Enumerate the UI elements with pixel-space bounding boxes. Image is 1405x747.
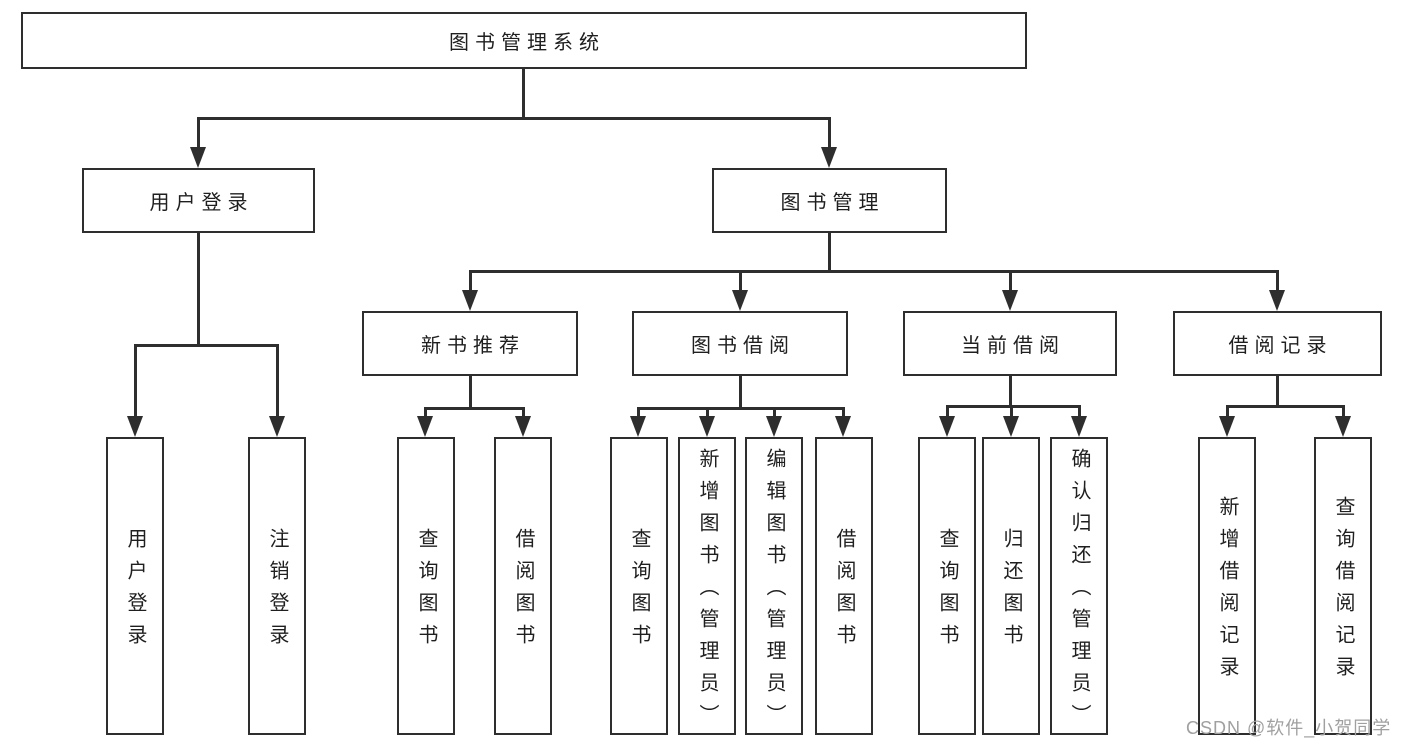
arrow-down-icon	[1003, 416, 1019, 437]
connector	[197, 117, 831, 120]
connector	[1276, 376, 1279, 407]
node-root: 图书管理系统	[21, 12, 1027, 69]
arrow-down-icon	[1219, 416, 1235, 437]
leaf-recommend-query-books-label: 查询图书	[415, 528, 437, 656]
arrow-down-icon	[127, 416, 143, 437]
node-new-book-recommend: 新书推荐	[362, 311, 578, 376]
connector	[637, 407, 640, 419]
connector	[828, 117, 831, 151]
leaf-user-login-label: 用户登录	[124, 528, 146, 656]
leaf-add-borrow-record-label: 新增借阅记录	[1216, 496, 1238, 688]
node-book-borrow-label: 图书借阅	[691, 335, 795, 357]
leaf-current-query-books: 查询图书	[918, 437, 976, 735]
node-root-label: 图书管理系统	[449, 32, 605, 54]
connector	[522, 407, 525, 419]
node-borrow-records-label: 借阅记录	[1228, 335, 1333, 357]
arrow-down-icon	[462, 290, 478, 311]
leaf-return-books-label: 归还图书	[1000, 528, 1022, 656]
connector	[739, 270, 742, 292]
connector	[1226, 405, 1229, 419]
connector	[469, 376, 472, 409]
arrow-down-icon	[732, 290, 748, 311]
connector	[1078, 405, 1081, 419]
leaf-edit-books-admin: 编辑图书（管理员）	[745, 437, 803, 736]
node-book-management-label: 图书管理	[780, 192, 885, 214]
leaf-borrow-query-books: 查询图书	[610, 437, 668, 735]
arrow-down-icon	[190, 147, 206, 168]
connector	[828, 233, 831, 272]
connector	[522, 68, 525, 119]
leaf-logout: 注销登录	[248, 437, 306, 735]
connector	[134, 344, 279, 347]
node-book-management: 图书管理	[712, 168, 947, 233]
arrow-down-icon	[1002, 290, 1018, 311]
connector	[946, 405, 1080, 408]
connector	[1276, 270, 1279, 292]
leaf-borrow-query-books-label: 查询图书	[628, 528, 650, 656]
connector	[424, 407, 427, 419]
connector	[842, 407, 845, 419]
connector	[1010, 405, 1013, 419]
node-user-login-label: 用户登录	[149, 192, 254, 214]
arrow-down-icon	[835, 416, 851, 437]
arrow-down-icon	[1269, 290, 1285, 311]
connector	[1342, 405, 1345, 419]
connector	[1009, 270, 1012, 292]
connector	[706, 407, 709, 419]
leaf-query-borrow-record: 查询借阅记录	[1314, 437, 1372, 735]
connector	[469, 270, 1279, 273]
arrow-down-icon	[939, 416, 955, 437]
csdn-watermark: CSDN @软件_小贺同学	[1186, 718, 1392, 738]
connector	[469, 270, 472, 292]
node-borrow-records: 借阅记录	[1173, 311, 1382, 376]
leaf-return-books: 归还图书	[982, 437, 1040, 735]
arrow-down-icon	[1071, 416, 1087, 437]
leaf-confirm-return-admin-label: 确认归还（管理员）	[1068, 448, 1090, 736]
leaf-recommend-borrow-books: 借阅图书	[494, 437, 552, 735]
node-user-login: 用户登录	[82, 168, 315, 233]
arrow-down-icon	[699, 416, 715, 437]
leaf-add-borrow-record: 新增借阅记录	[1198, 437, 1256, 735]
node-current-borrow: 当前借阅	[903, 311, 1117, 376]
arrow-down-icon	[515, 416, 531, 437]
connector	[773, 407, 776, 419]
connector	[197, 233, 200, 346]
connector	[134, 344, 137, 418]
leaf-recommend-borrow-books-label: 借阅图书	[512, 528, 534, 656]
arrow-down-icon	[269, 416, 285, 437]
connector	[946, 405, 949, 419]
leaf-borrow-books-label: 借阅图书	[833, 528, 855, 656]
node-new-book-recommend-label: 新书推荐	[421, 335, 525, 357]
leaf-confirm-return-admin: 确认归还（管理员）	[1050, 437, 1108, 736]
leaf-add-books-admin-label: 新增图书（管理员）	[696, 448, 718, 736]
arrow-down-icon	[417, 416, 433, 437]
arrow-down-icon	[766, 416, 782, 437]
arrow-down-icon	[630, 416, 646, 437]
leaf-current-query-books-label: 查询图书	[936, 528, 958, 656]
connector	[1226, 405, 1344, 408]
leaf-logout-label: 注销登录	[266, 528, 288, 656]
node-book-borrow: 图书借阅	[632, 311, 848, 376]
arrow-down-icon	[821, 147, 837, 168]
connector	[424, 407, 524, 410]
arrow-down-icon	[1335, 416, 1351, 437]
leaf-add-books-admin: 新增图书（管理员）	[678, 437, 736, 736]
leaf-query-borrow-record-label: 查询借阅记录	[1332, 496, 1354, 688]
connector	[1009, 376, 1012, 407]
leaf-edit-books-admin-label: 编辑图书（管理员）	[763, 448, 785, 736]
connector	[197, 117, 200, 151]
leaf-borrow-books: 借阅图书	[815, 437, 873, 735]
leaf-recommend-query-books: 查询图书	[397, 437, 455, 735]
leaf-user-login: 用户登录	[106, 437, 164, 735]
connector	[276, 344, 279, 418]
node-current-borrow-label: 当前借阅	[961, 335, 1065, 357]
connector	[739, 376, 742, 409]
connector	[637, 407, 844, 410]
